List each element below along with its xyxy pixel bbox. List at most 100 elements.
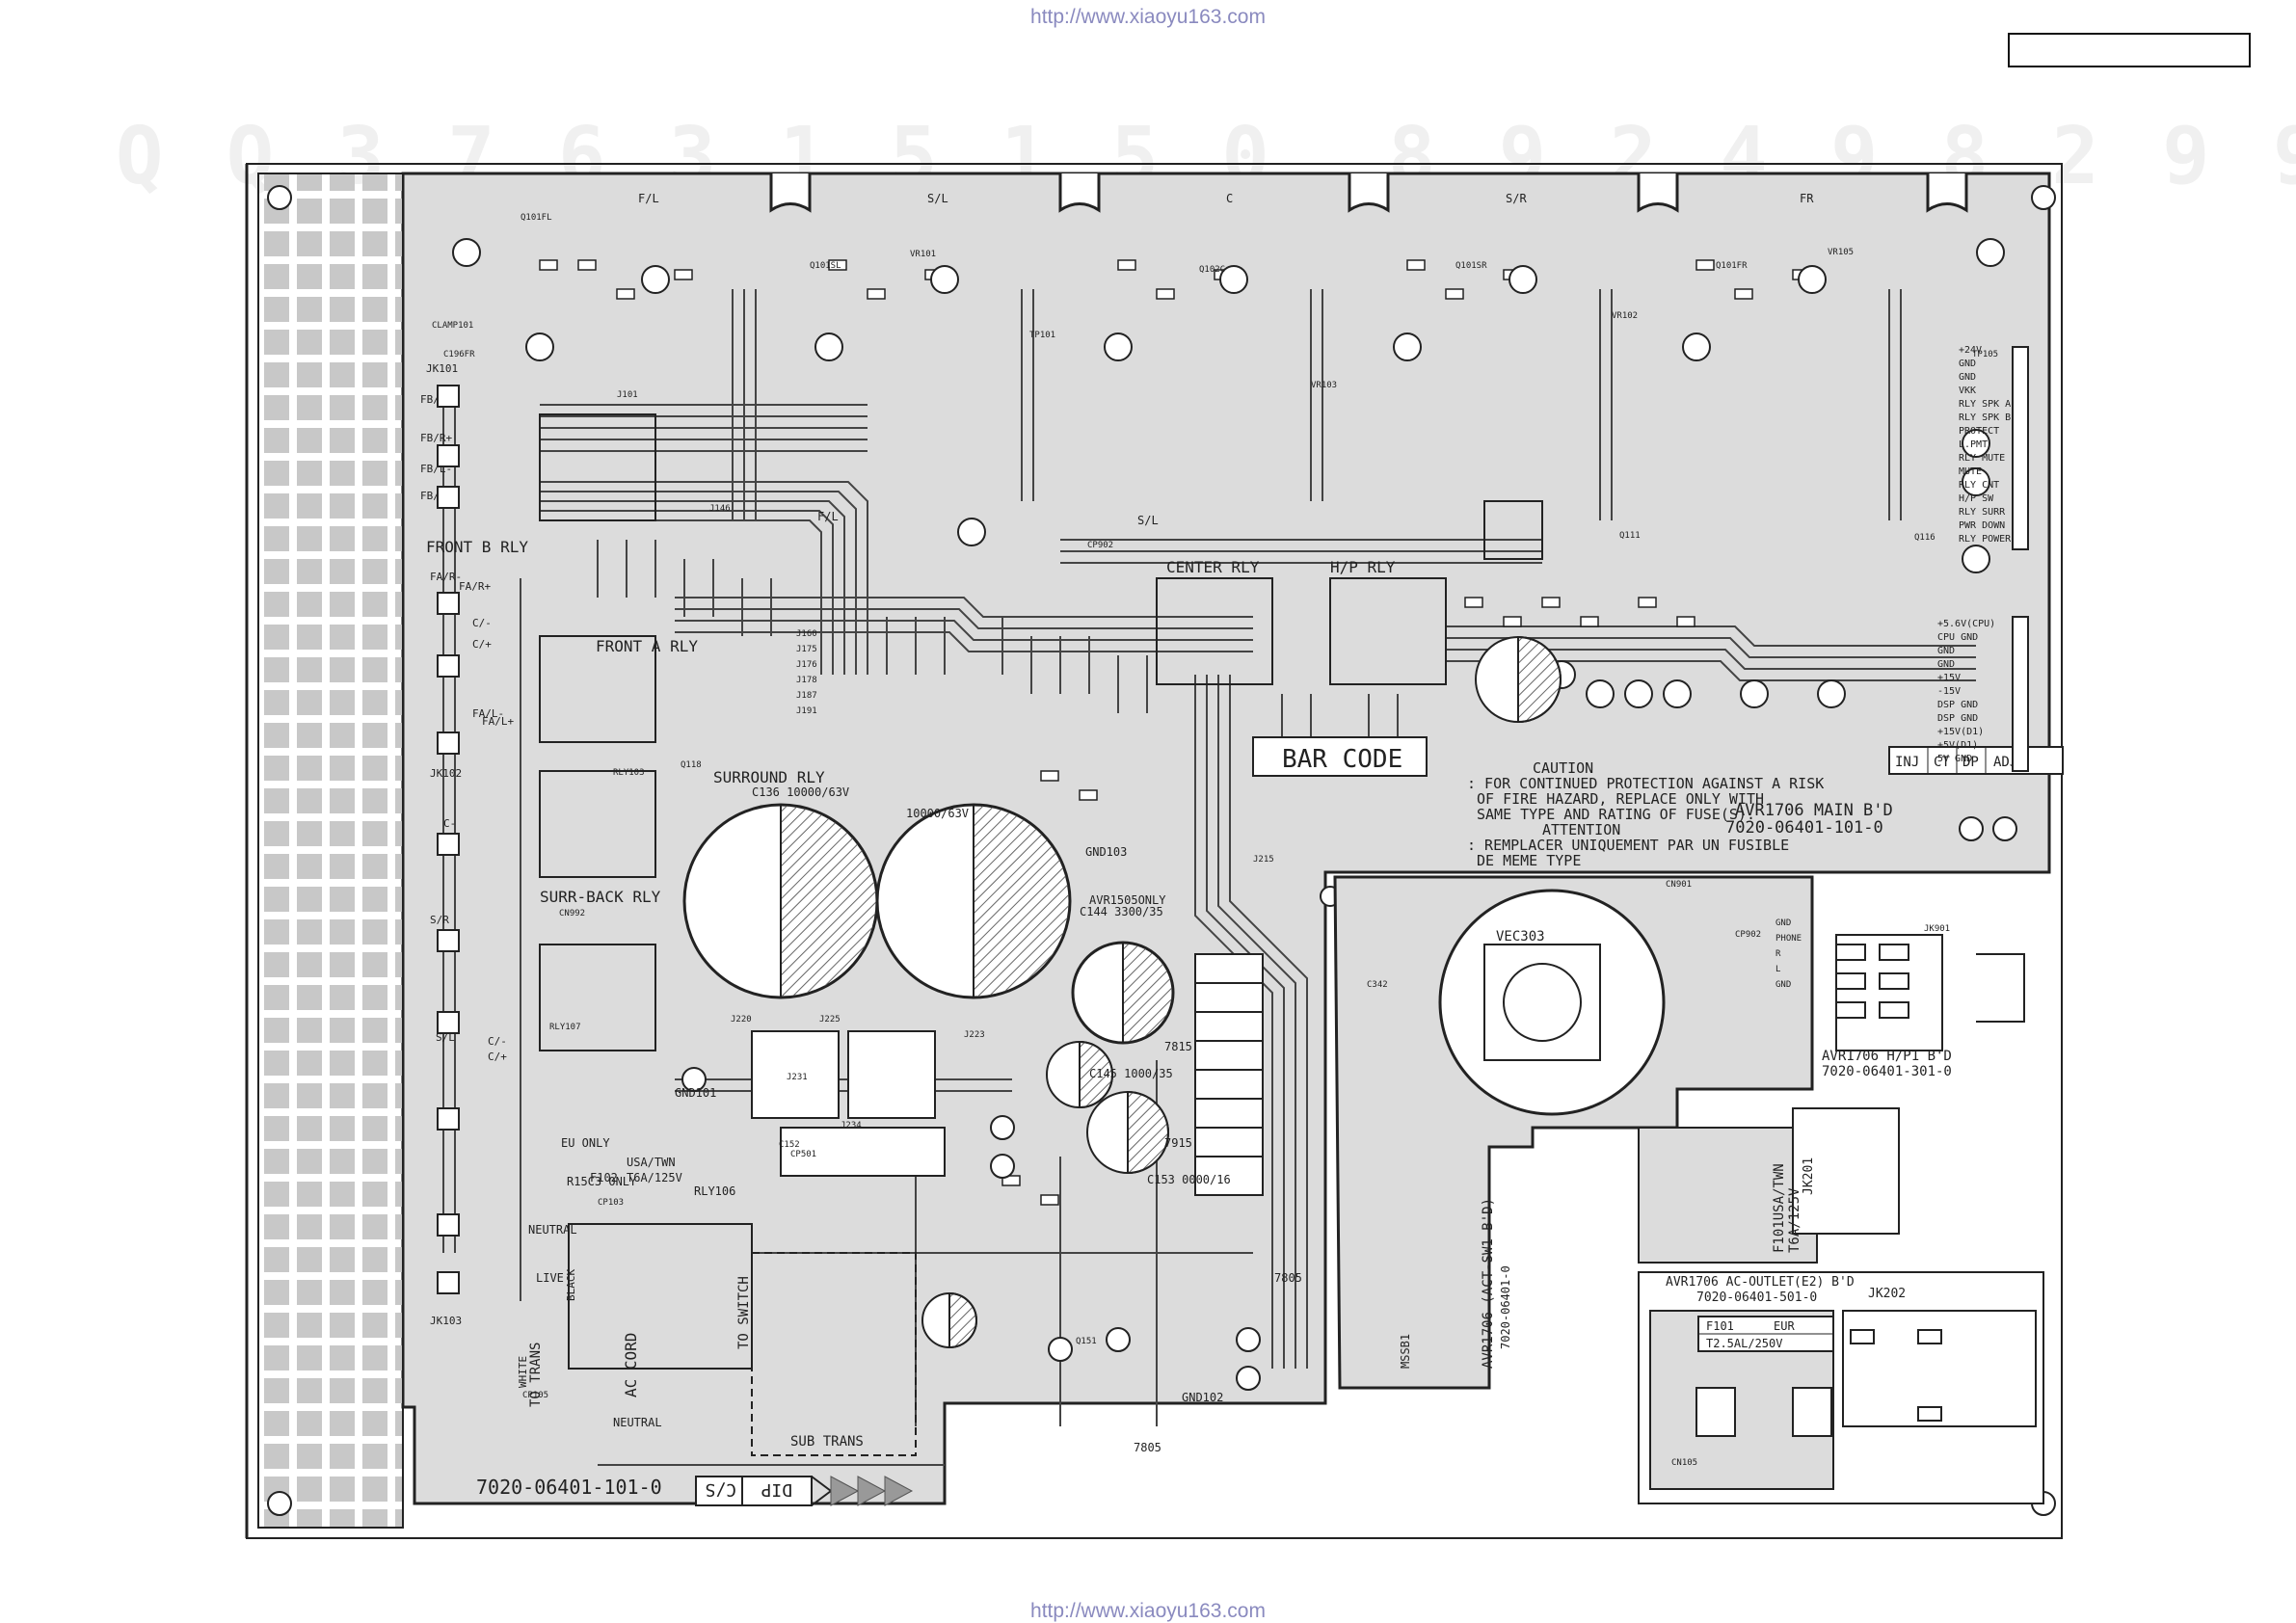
left-terminal-grid: [257, 173, 404, 1529]
ic-7805: 7805: [1274, 1271, 1302, 1285]
misc-28: J220: [731, 1015, 752, 1024]
cp503-pin-0: +24V: [1959, 345, 1982, 356]
misc-20: J191: [796, 706, 817, 716]
misc-47: RLY107: [549, 1023, 581, 1032]
hp1-pin-3: L: [1775, 965, 1780, 974]
misc-61: CP501: [790, 1150, 816, 1159]
corner-frame: [2008, 33, 2251, 67]
neutral-top: NEUTRAL: [528, 1223, 577, 1237]
eur-label: EUR: [1774, 1319, 1795, 1333]
cp503-pin-9: MUTE: [1959, 466, 1982, 477]
cp556-pin-7: DSP GND: [1937, 713, 1978, 724]
ms-label: MSSB1: [1399, 1334, 1412, 1369]
jack-sr: S/R: [430, 914, 449, 926]
ac-outlet-small: [1638, 1127, 1818, 1264]
traces: [442, 289, 1976, 1466]
gnd102: GND102: [1182, 1391, 1223, 1404]
jack-sl: S/L: [436, 1031, 455, 1044]
sw1-label: AVR1706 (ACT-SW1 B'D): [1481, 1198, 1496, 1369]
bottom-arrows: [830, 1476, 914, 1506]
cp902-label: CP902: [1735, 930, 1761, 940]
black-label: BLACK: [565, 1269, 577, 1301]
misc-32: J231: [787, 1073, 808, 1082]
cp556-pin-1: CPU GND: [1937, 632, 1978, 643]
adjust-box: INJ CT DP ADJ: [1888, 746, 2064, 775]
hp1-pin-1: PHONE: [1775, 934, 1802, 944]
part-q101fr: Q101FR: [1716, 261, 1748, 271]
channel-sl: S/L: [927, 192, 948, 205]
part-q102c: Q102C: [1199, 265, 1225, 275]
sw1-code: 7020-06401-0: [1499, 1265, 1512, 1349]
cp503-pin-3: VKK: [1959, 386, 1976, 396]
cn992-label: CN992: [559, 909, 585, 918]
jack-c3-plus: C/+: [488, 1051, 507, 1063]
misc-16: J176: [796, 660, 817, 670]
cs-label: C/S: [705, 1479, 736, 1500]
board-part-number: 7020-06401-101-0: [476, 1476, 662, 1499]
part-tp101: TP101: [1029, 331, 1055, 340]
caution-title: CAUTION: [1533, 759, 1593, 777]
hp-board-name: AVR1706 H/P1 B'D: [1822, 1049, 1952, 1064]
relay-surround: SURROUND RLY: [713, 768, 825, 786]
cp503-pin-5: RLY SPK B: [1959, 412, 2011, 423]
inj-label: INJ: [1895, 755, 1919, 770]
hp1-pin-2: R: [1775, 949, 1781, 959]
jack-fal-minus: FA/L-: [472, 707, 504, 720]
white-label: WHITE: [517, 1356, 529, 1388]
jk202-label: JK202: [1868, 1287, 1906, 1301]
relay-front-a: FRONT A RLY: [596, 637, 698, 655]
eur-rating: T2.5AL/250V: [1706, 1337, 1782, 1350]
cp503-pin-4: RLY SPK A: [1959, 399, 2011, 410]
part-q101sr: Q101SR: [1455, 261, 1487, 271]
relay-surr-back: SURR-BACK RLY: [540, 888, 661, 906]
part-q101sl: Q101SL: [810, 261, 841, 271]
cp556-pin-2: GND: [1937, 646, 1955, 656]
misc-68: Q111: [1619, 531, 1641, 541]
hp1-labels: GND PHONE R L GND CN901 CP902 JK901 CN99…: [559, 880, 1950, 1468]
ac-outlet-code: 7020-06401-501-0: [1696, 1290, 1817, 1305]
part-vr102: VR102: [1612, 311, 1638, 321]
ac-outlet-parts: [1695, 1329, 1942, 1437]
ac-outlet-name: AVR1706 AC-OUTLET(E2) B'D: [1666, 1275, 1855, 1290]
cp503-pin-14: RLY POWER: [1959, 534, 2012, 545]
source-url-bottom[interactable]: http://www.xiaoyu163.com: [1030, 1600, 1266, 1622]
cp503-connector: [2012, 346, 2029, 550]
cp503-pin-13: PWR DOWN: [1959, 520, 2005, 531]
part-vr101: VR101: [910, 250, 936, 259]
cp556-pin-4: +15V: [1937, 673, 1961, 683]
dip-cs-arrow: C/S DIP: [695, 1476, 833, 1506]
eur-fuse-box: F101 EUR T2.5AL/250V: [1697, 1316, 1834, 1352]
misc-24: J215: [1253, 855, 1274, 865]
misc-labels: J101 J146 J160 J175 J176 J178 J187 J191 …: [522, 390, 1936, 1400]
hp1-pin-0: GND: [1775, 918, 1791, 928]
misc-52: C152: [779, 1140, 800, 1150]
bar-code-label: BAR CODE: [1282, 745, 1402, 774]
main-board-code: 7020-06401-101-0: [1725, 818, 1883, 838]
top-part-labels: Q101FL Q101SL Q102C Q101SR Q101FR CLAMP1…: [432, 213, 1998, 390]
ic-7915: 7915: [1164, 1136, 1192, 1150]
part-c196fr: C196FR: [443, 350, 475, 359]
jack-c-plus: C/+: [472, 638, 492, 651]
misc-59: CP103: [598, 1198, 624, 1208]
sub-trans: SUB TRANS: [790, 1434, 864, 1450]
misc-33: J234: [841, 1121, 862, 1131]
ic-7815: 7815: [1164, 1040, 1192, 1053]
cp503-pin-1: GND: [1959, 359, 1976, 369]
channel-fr: FR: [1800, 192, 1814, 205]
relay-hp: H/P RLY: [1330, 558, 1396, 576]
source-url-top[interactable]: http://www.xiaoyu163.com: [1030, 6, 1266, 28]
cp503-pin-7: L.PMT: [1959, 439, 1988, 450]
jack-far-plus: FA/R+: [459, 580, 491, 593]
cn105-label: CN105: [1671, 1458, 1697, 1468]
adj-label: ADJ: [1993, 755, 2017, 770]
ic-7805b: 7805: [1134, 1441, 1161, 1454]
misc-0: J101: [617, 390, 638, 400]
relay-center: CENTER RLY: [1166, 558, 1260, 576]
hp-board-code: 7020-06401-301-0: [1822, 1064, 1952, 1079]
ac-cord-label: AC CORD: [622, 1333, 640, 1397]
misc-69: Q116: [1914, 533, 1936, 543]
cp503-pin-8: RLY MUTE: [1959, 453, 2005, 464]
dp-label: DP: [1962, 755, 1979, 770]
misc-100: C342: [1367, 980, 1388, 990]
misc-67: CP902: [1087, 541, 1113, 550]
